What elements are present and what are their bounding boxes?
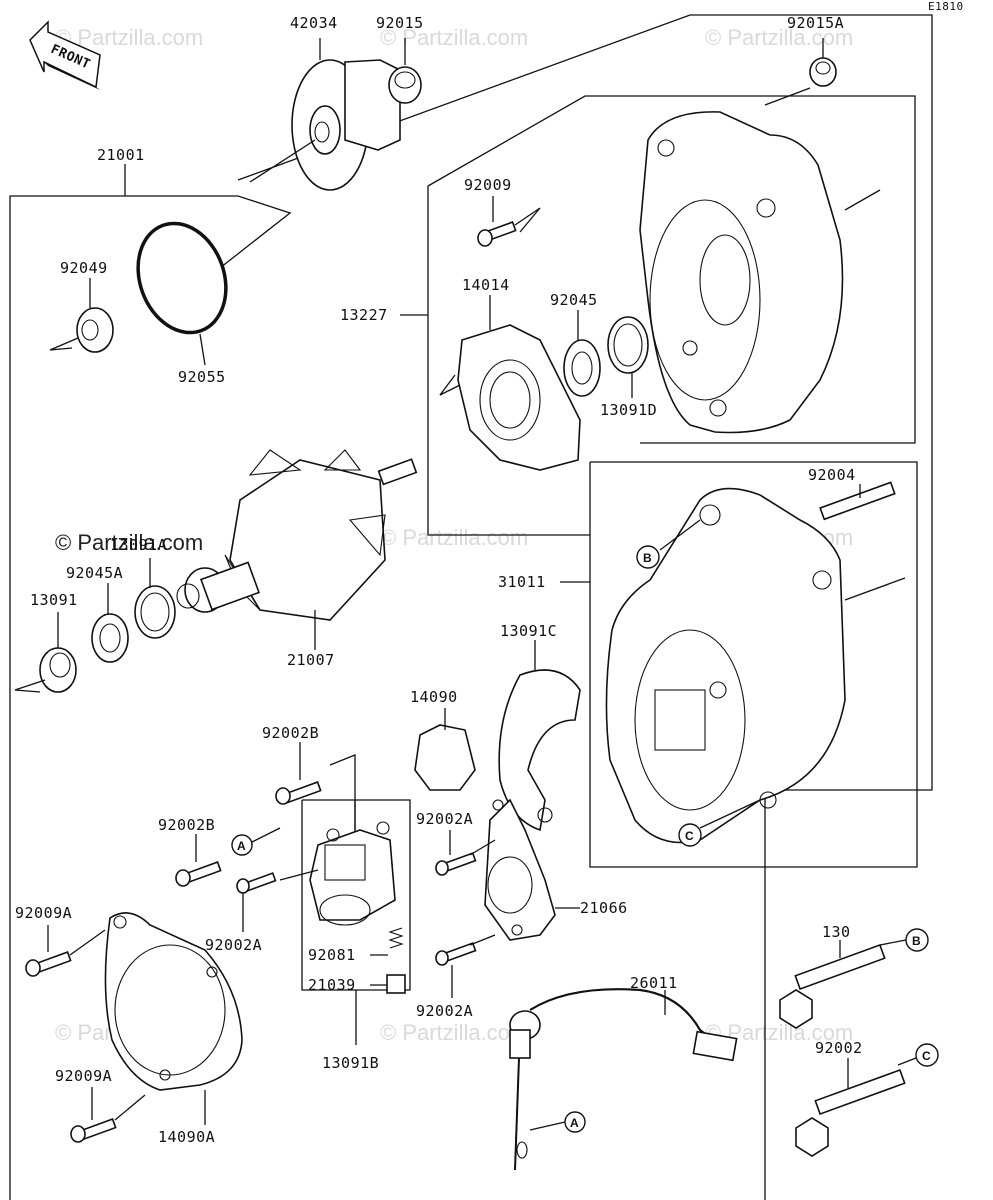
part-label-92002B: 92002B bbox=[158, 816, 215, 834]
rectifier-21066 bbox=[484, 798, 580, 941]
ref-label: C bbox=[685, 829, 694, 843]
holder-14090 bbox=[414, 708, 476, 791]
insulator-13091C bbox=[498, 640, 581, 832]
watermark: © Partzilla.com bbox=[705, 25, 853, 50]
spring-92081 bbox=[370, 927, 404, 956]
part-label-21066: 21066 bbox=[580, 899, 628, 917]
watermark-dark: © Partzilla.com bbox=[55, 530, 203, 555]
screw-92009 bbox=[477, 196, 541, 247]
ref-label: B bbox=[912, 934, 921, 948]
collar-13091 bbox=[14, 612, 77, 693]
part-label-92009A-bottom: 92009A bbox=[55, 1067, 112, 1085]
ref-label: C bbox=[922, 1049, 931, 1063]
screw-92002B bbox=[175, 834, 222, 887]
ring-13091D bbox=[607, 316, 649, 398]
ref-callout-a-2: A bbox=[529, 1111, 586, 1133]
ring-13091A bbox=[134, 558, 176, 639]
ref-label: A bbox=[570, 1116, 579, 1130]
ref-callout-a: A bbox=[231, 827, 281, 856]
front-housing bbox=[639, 111, 881, 434]
watermark: © Partzilla.com bbox=[380, 1020, 528, 1045]
part-label-92002A-bottom: 92002A bbox=[416, 1002, 473, 1020]
screw-92009A-bottom bbox=[70, 1087, 146, 1143]
rotor-21007 bbox=[176, 449, 418, 650]
o-ring-92055 bbox=[136, 221, 228, 366]
screw-92009A-top bbox=[25, 925, 106, 977]
bearing-92049 bbox=[49, 278, 114, 353]
part-label-13227: 13227 bbox=[340, 306, 388, 324]
brush-21039 bbox=[370, 974, 406, 994]
part-label-92015: 92015 bbox=[376, 14, 424, 32]
nut-92015A bbox=[764, 38, 837, 106]
part-label-26011: 26011 bbox=[630, 974, 678, 992]
part-label-42034: 42034 bbox=[290, 14, 338, 32]
part-label-92015A: 92015A bbox=[787, 14, 844, 32]
part-label-92045A: 92045A bbox=[66, 564, 123, 582]
part-label-92009A-top: 92009A bbox=[15, 904, 72, 922]
part-label-21007: 21007 bbox=[287, 651, 335, 669]
diagram-code: E1810 bbox=[928, 0, 964, 13]
screw-92002B-top bbox=[275, 742, 366, 841]
bearing-92045 bbox=[563, 310, 601, 397]
screw-92002A-left bbox=[236, 872, 277, 932]
nut-92015 bbox=[388, 38, 422, 104]
part-label-31011: 31011 bbox=[498, 573, 546, 591]
part-label-14014: 14014 bbox=[462, 276, 510, 294]
part-label-92004: 92004 bbox=[808, 466, 856, 484]
cover-14090A bbox=[104, 912, 243, 1125]
part-label-92049: 92049 bbox=[60, 259, 108, 277]
part-label-13091C: 13091C bbox=[500, 622, 557, 640]
part-label-13091D: 13091D bbox=[600, 401, 657, 419]
bolt-92002 bbox=[795, 1057, 917, 1157]
bearing-92045A bbox=[91, 583, 129, 663]
part-label-92009: 92009 bbox=[464, 176, 512, 194]
watermark: © Partzilla.com bbox=[380, 525, 528, 550]
part-label-21001: 21001 bbox=[97, 146, 145, 164]
part-label-92002: 92002 bbox=[815, 1039, 863, 1057]
bolt-130 bbox=[779, 939, 907, 1029]
part-label-92045: 92045 bbox=[550, 291, 598, 309]
part-label-130: 130 bbox=[822, 923, 851, 941]
part-label-13091: 13091 bbox=[30, 591, 78, 609]
bolt-92004 bbox=[819, 481, 896, 521]
regulator-assembly bbox=[279, 800, 396, 926]
ref-callout-b: B bbox=[636, 519, 701, 569]
ref-callout-c: C bbox=[678, 799, 761, 847]
part-label-14090: 14090 bbox=[410, 688, 458, 706]
rear-housing bbox=[605, 487, 906, 844]
ref-label: B bbox=[643, 551, 652, 565]
part-label-92002A-mid: 92002A bbox=[416, 810, 473, 828]
part-label-14090A: 14090A bbox=[158, 1128, 215, 1146]
wire-harness-26011 bbox=[509, 988, 738, 1171]
assembly-outline bbox=[9, 14, 933, 1200]
ref-callout-c-2: C bbox=[915, 1043, 939, 1067]
part-label-13091B: 13091B bbox=[322, 1054, 379, 1072]
ref-callout-b-2: B bbox=[905, 928, 929, 952]
ref-label: A bbox=[237, 839, 246, 853]
part-label-92055: 92055 bbox=[178, 368, 226, 386]
screw-92002A-bottom bbox=[435, 934, 496, 998]
part-label-92081: 92081 bbox=[308, 946, 356, 964]
part-label-21039: 21039 bbox=[308, 976, 356, 994]
screw-92002A-mid bbox=[435, 830, 496, 876]
pulley-42034 bbox=[249, 38, 401, 191]
part-label-92002A-top: 92002A bbox=[205, 936, 262, 954]
part-label-92002B-top: 92002B bbox=[262, 724, 319, 742]
plate-14014 bbox=[439, 295, 581, 471]
part-label-13091A: 13091A bbox=[110, 536, 167, 554]
